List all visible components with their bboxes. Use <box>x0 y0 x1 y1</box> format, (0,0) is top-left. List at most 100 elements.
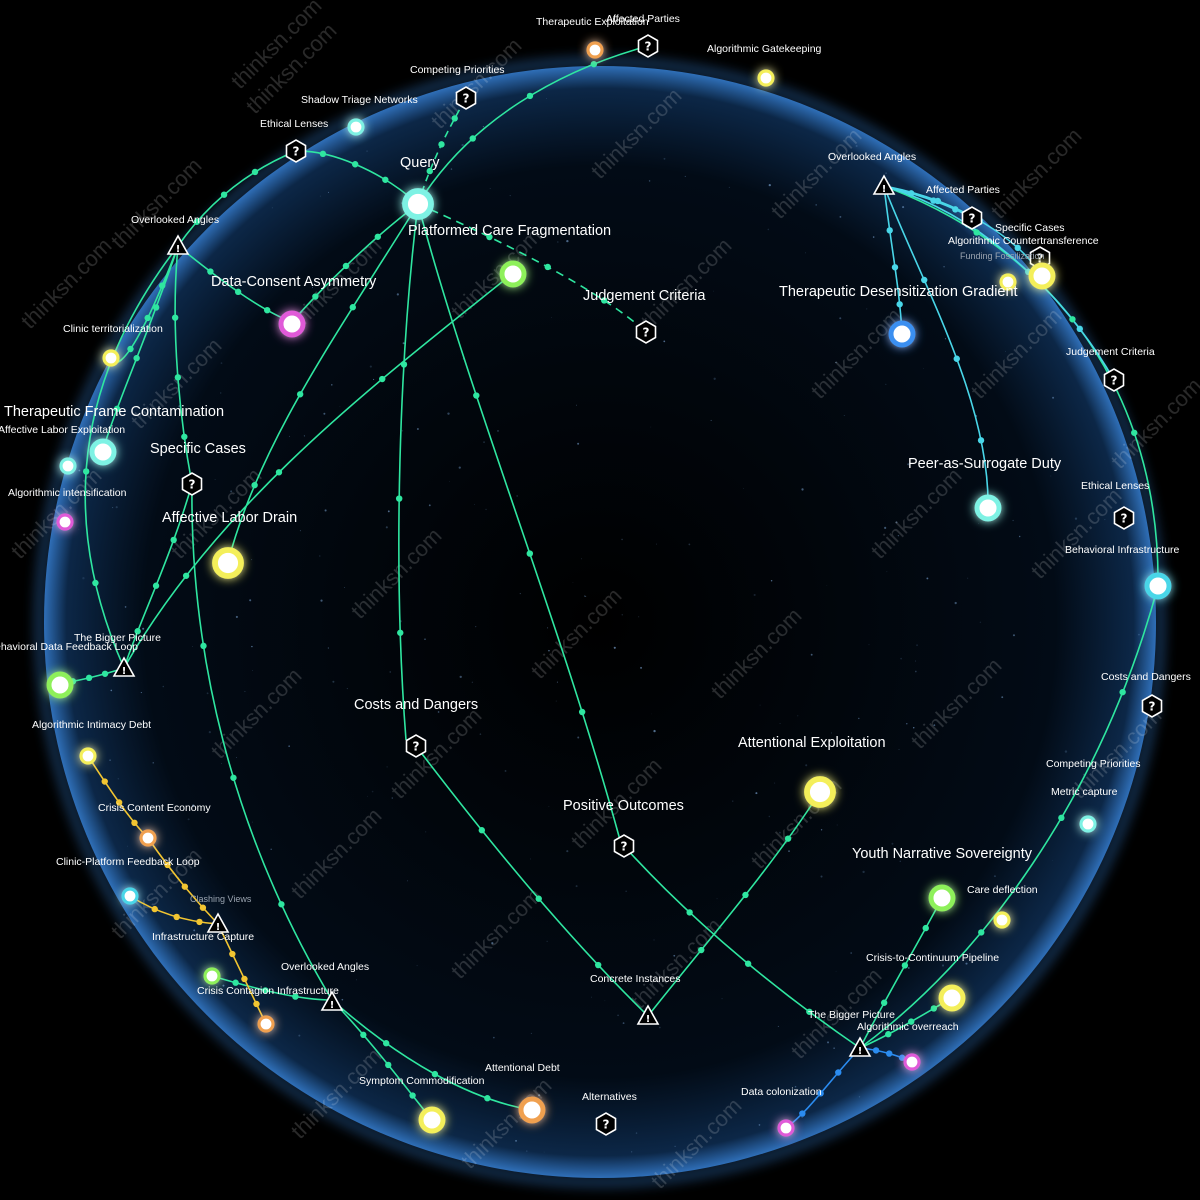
node-peer-as-surrogate-duty[interactable]: Peer-as-Surrogate Duty <box>908 456 1062 522</box>
affective-labor-exploitation-dot[interactable] <box>59 457 77 475</box>
attentional-debt-dot[interactable] <box>518 1096 546 1124</box>
node-affective-labor-drain[interactable]: Affective Labor Drain <box>162 510 297 579</box>
node-competing-priorities-right[interactable]: Competing Priorities <box>1046 758 1141 770</box>
warning-icon[interactable] <box>872 174 896 195</box>
node-crisis-to-continuum-pipeline[interactable]: Crisis-to-Continuum Pipeline <box>866 952 999 1012</box>
node-care-deflection[interactable]: Care deflection <box>967 884 1038 929</box>
query-dot[interactable] <box>402 188 434 220</box>
data-consent-asymmetry-dot[interactable] <box>278 310 306 338</box>
therapeutic-frame-contamination-dot[interactable] <box>89 438 117 466</box>
behavioral-data-feedback-loop-dot[interactable] <box>46 671 74 699</box>
node-green-node-top[interactable] <box>499 260 527 288</box>
node-data-colonization[interactable]: Data colonization <box>741 1086 822 1137</box>
therapeutic-desensitization-gradient-dot[interactable] <box>888 320 916 348</box>
care-deflection-dot[interactable] <box>993 911 1011 929</box>
node-crisis-contagion-infrastructure[interactable]: Crisis Contagion Infrastructure <box>197 985 339 1033</box>
node-affected-parties-top[interactable]: ?Affected Parties <box>606 13 680 58</box>
attentional-exploitation-dot[interactable] <box>804 776 836 808</box>
node-affective-labor-exploitation[interactable]: Affective Labor Exploitation <box>0 424 125 475</box>
node-therapeutic-desensitization-gradient[interactable]: Therapeutic Desensitization Gradient <box>779 284 1018 348</box>
symptom-commodification-dot[interactable] <box>418 1106 446 1134</box>
node-ethical-lenses-top[interactable]: ?Ethical Lenses <box>260 118 328 163</box>
node-concrete-instances[interactable]: !Concrete Instances <box>590 973 680 1025</box>
node-platformed-care-fragmentation[interactable]: Platformed Care Fragmentation <box>408 223 611 239</box>
node-query[interactable]: Query <box>400 155 440 220</box>
data-colonization-dot[interactable] <box>777 1119 795 1137</box>
behavioral-infrastructure-dot[interactable] <box>1144 572 1172 600</box>
node-therapeutic-exploitation[interactable]: Therapeutic Exploitation <box>536 16 649 59</box>
node-crisis-content-economy[interactable]: Crisis Content Economy <box>98 802 211 847</box>
warning-icon[interactable] <box>320 990 344 1011</box>
node-youth-narrative-sovereignty[interactable]: Youth Narrative Sovereignty <box>852 846 1033 912</box>
node-algorithmic-countertransference[interactable]: Algorithmic Countertransference <box>948 235 1099 290</box>
warning-icon[interactable] <box>848 1036 872 1057</box>
node-clinic-platform-feedback-loop[interactable]: Clinic-Platform Feedback Loop <box>56 856 200 905</box>
node-funding-fossilization[interactable]: Funding Fossilization <box>960 251 1045 291</box>
node-data-consent-asymmetry[interactable]: Data-Consent Asymmetry <box>211 274 377 338</box>
algorithmic-countertransference-dot[interactable] <box>1028 262 1056 290</box>
node-judgement-criteria-center[interactable]: ?Judgement Criteria <box>583 288 706 344</box>
node-affected-parties-right[interactable]: ?Affected Parties <box>926 184 1000 230</box>
node-metric-capture[interactable]: Metric capture <box>1051 786 1118 833</box>
node-ethical-lenses-right[interactable]: ?Ethical Lenses <box>1081 480 1149 530</box>
node-symptom-commodification[interactable]: Symptom Commodification <box>359 1075 485 1134</box>
node-competing-priorities-top[interactable]: ?Competing Priorities <box>410 64 505 110</box>
node-the-bigger-picture-bottom[interactable]: !The Bigger Picture <box>808 1009 895 1057</box>
clinic-platform-feedback-loop-dot[interactable] <box>121 887 139 905</box>
question-icon[interactable] <box>285 139 307 163</box>
node-attentional-debt[interactable]: Attentional Debt <box>485 1062 560 1124</box>
warning-icon[interactable] <box>112 656 136 677</box>
warning-icon[interactable] <box>636 1004 660 1025</box>
affective-labor-drain-dot[interactable] <box>212 547 244 579</box>
funding-fossilization-dot[interactable] <box>999 273 1017 291</box>
question-icon[interactable] <box>405 734 427 758</box>
node-overlooked-angles-bottom[interactable]: !Overlooked Angles <box>281 961 369 1011</box>
crisis-content-economy-dot[interactable] <box>139 829 157 847</box>
algorithmic-gatekeeping-dot[interactable] <box>757 69 775 87</box>
infrastructure-capture-dot[interactable] <box>203 967 221 985</box>
algorithmic-overreach-dot[interactable] <box>903 1053 921 1071</box>
warning-icon[interactable] <box>206 912 230 933</box>
question-icon[interactable] <box>181 472 203 496</box>
node-costs-and-dangers-center[interactable]: ?Costs and Dangers <box>354 697 478 758</box>
node-infrastructure-capture[interactable]: Infrastructure Capture <box>152 931 254 985</box>
question-icon[interactable] <box>613 834 635 858</box>
question-icon[interactable] <box>455 86 477 110</box>
node-attentional-exploitation[interactable]: Attentional Exploitation <box>738 735 886 808</box>
node-the-bigger-picture-left[interactable]: !The Bigger Picture <box>74 632 161 677</box>
clinic-territorialization-dot[interactable] <box>102 349 120 367</box>
node-costs-and-dangers-right[interactable]: ?Costs and Dangers <box>1101 671 1191 718</box>
question-icon[interactable] <box>595 1112 617 1136</box>
node-overlooked-angles-left[interactable]: !Overlooked Angles <box>131 214 219 255</box>
node-positive-outcomes[interactable]: ?Positive Outcomes <box>563 798 684 858</box>
node-algorithmic-intimacy-debt[interactable]: Algorithmic Intimacy Debt <box>32 719 151 765</box>
crisis-contagion-infrastructure-dot[interactable] <box>257 1015 275 1033</box>
node-judgement-criteria-right[interactable]: ?Judgement Criteria <box>1066 346 1155 392</box>
question-icon[interactable] <box>961 206 983 230</box>
youth-narrative-sovereignty-dot[interactable] <box>928 884 956 912</box>
metric-capture-dot[interactable] <box>1079 815 1097 833</box>
node-shadow-triage-networks[interactable]: Shadow Triage Networks <box>301 94 418 136</box>
question-icon[interactable] <box>1113 506 1135 530</box>
green-node-top-dot[interactable] <box>499 260 527 288</box>
node-behavioral-infrastructure[interactable]: Behavioral Infrastructure <box>1065 544 1180 600</box>
algorithmic-intimacy-debt-dot[interactable] <box>79 747 97 765</box>
node-algorithmic-gatekeeping[interactable]: Algorithmic Gatekeeping <box>707 43 822 87</box>
question-icon[interactable] <box>635 320 657 344</box>
crisis-to-continuum-pipeline-dot[interactable] <box>938 984 966 1012</box>
therapeutic-exploitation-dot[interactable] <box>586 41 604 59</box>
node-alternatives[interactable]: ?Alternatives <box>582 1091 637 1136</box>
node-clashing-views[interactable]: !Clashing Views <box>190 894 252 933</box>
node-therapeutic-frame-contamination[interactable]: Therapeutic Frame Contamination <box>4 404 224 466</box>
peer-as-surrogate-duty-dot[interactable] <box>974 494 1002 522</box>
warning-icon[interactable] <box>166 234 190 255</box>
node-algorithmic-overreach[interactable]: Algorithmic overreach <box>857 1021 959 1071</box>
node-behavioral-data-feedback-loop[interactable]: Behavioral Data Feedback Loop <box>0 641 138 699</box>
shadow-triage-networks-dot[interactable] <box>347 118 365 136</box>
question-icon[interactable] <box>1141 694 1163 718</box>
node-overlooked-angles-right[interactable]: !Overlooked Angles <box>828 151 916 195</box>
algorithmic-intensification-dot[interactable] <box>56 513 74 531</box>
question-icon[interactable] <box>1103 368 1125 392</box>
node-clinic-territorialization[interactable]: Clinic territorialization <box>63 323 163 367</box>
